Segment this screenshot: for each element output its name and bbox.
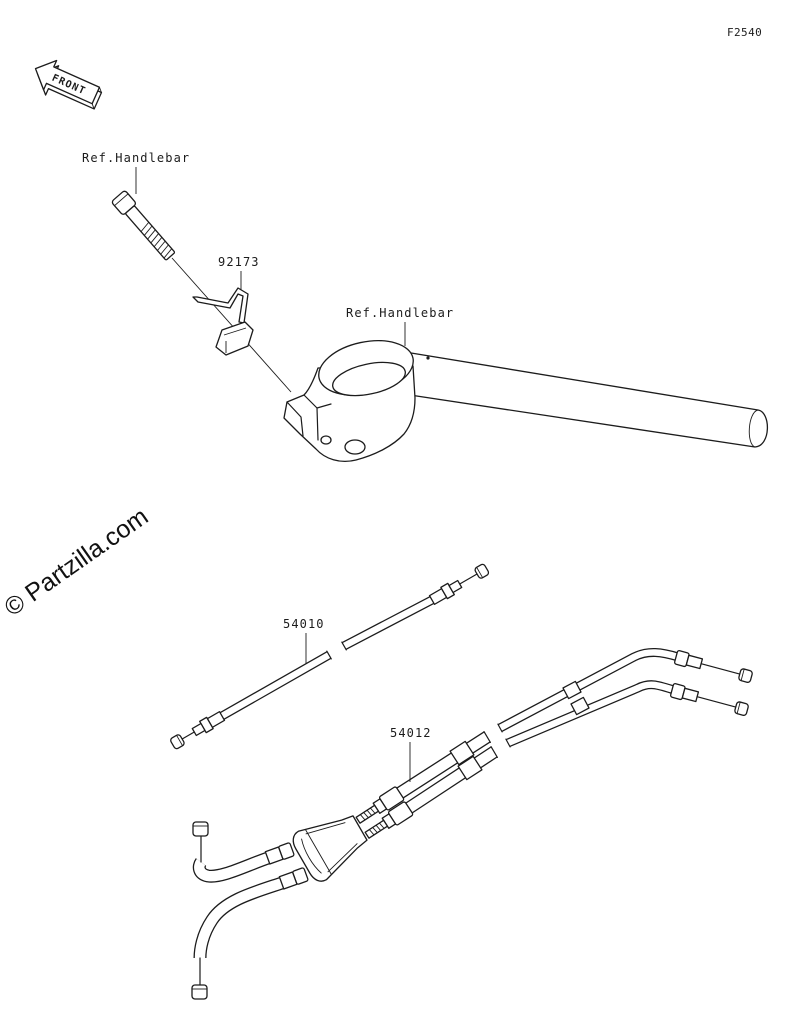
cable-54012-adjuster-a — [355, 786, 405, 824]
cable-54010-lower-end — [170, 711, 226, 750]
ref-handlebar-clamp-label: Ref.Handlebar — [346, 306, 454, 320]
handlebar-tube — [404, 351, 769, 448]
cable-54010 — [170, 563, 490, 750]
part-number-54012: 54012 — [390, 726, 432, 740]
cable-54012-right-end-b — [669, 683, 749, 716]
cable-54010-upper-end — [428, 563, 490, 605]
front-direction-arrow: FRONT — [34, 59, 103, 110]
handlebar-clamp — [283, 340, 416, 463]
cable-54012-right-end-a — [673, 650, 753, 683]
cable-54012-cap-upper — [192, 821, 209, 837]
clamp-bolt-hole — [344, 439, 366, 455]
cable-54012-cap-lower — [191, 984, 208, 1000]
assembly-leader-line — [171, 257, 292, 393]
part-number-92173: 92173 — [218, 255, 260, 269]
watermark: © Partzilla.com — [0, 502, 153, 622]
handlebar-end-bolt — [111, 190, 176, 261]
cable-assembly-54012 — [191, 650, 753, 1000]
cable-54012-adjuster-b — [364, 801, 414, 839]
ref-handlebar-bolt-label: Ref.Handlebar — [82, 151, 190, 165]
diagram-code: F2540 — [727, 26, 762, 39]
bracket-part-92173 — [192, 287, 254, 356]
part-number-54010: 54010 — [283, 617, 325, 631]
cable-junction-housing — [292, 815, 368, 882]
